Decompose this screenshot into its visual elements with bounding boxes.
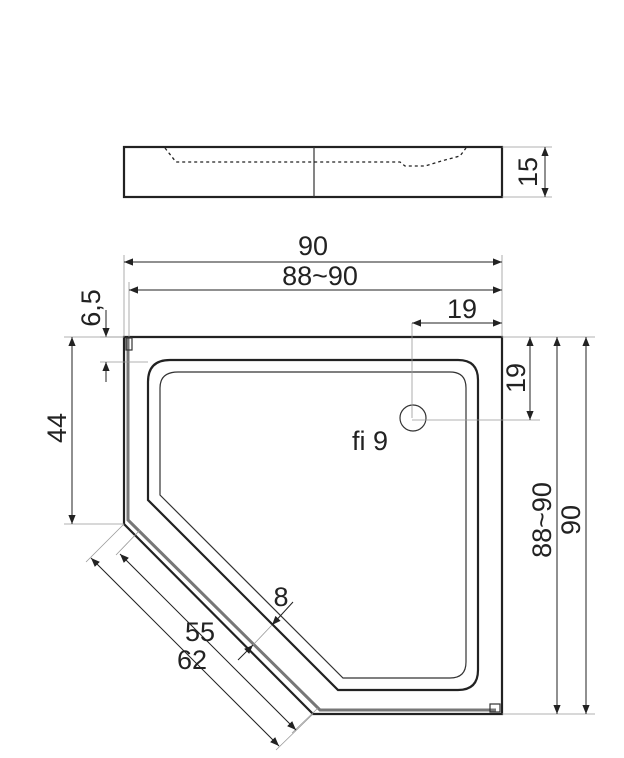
height-label: 15 (513, 157, 543, 187)
diagonal-outer-label: 62 (177, 645, 207, 675)
height-range-label: 88~90 (527, 482, 557, 558)
drain-circle (399, 404, 427, 432)
width-range-label: 88~90 (282, 261, 358, 291)
drain-offset-x-label: 19 (447, 294, 477, 324)
tray-outline (122, 335, 504, 716)
side-length-label: 44 (42, 413, 72, 443)
basin-inner-outline (159, 371, 467, 679)
rim-width-label: 8 (273, 582, 288, 612)
drain-label: fi 9 (352, 426, 388, 456)
basin-depth-dashed-line (164, 147, 467, 167)
glass-offset-label: 6,5 (76, 289, 106, 327)
width-outer-label: 90 (298, 231, 328, 261)
plan-view: fi 9 90 88~90 19 6,5 44 19 88~90 90 (42, 231, 595, 751)
diagonal-inner-label: 55 (185, 617, 215, 647)
height-outer-label: 90 (556, 505, 586, 535)
side-view: 15 (122, 145, 552, 199)
side-view-outline (122, 145, 504, 199)
basin-outline (146, 358, 480, 692)
drain-offset-y-label: 19 (501, 363, 531, 393)
